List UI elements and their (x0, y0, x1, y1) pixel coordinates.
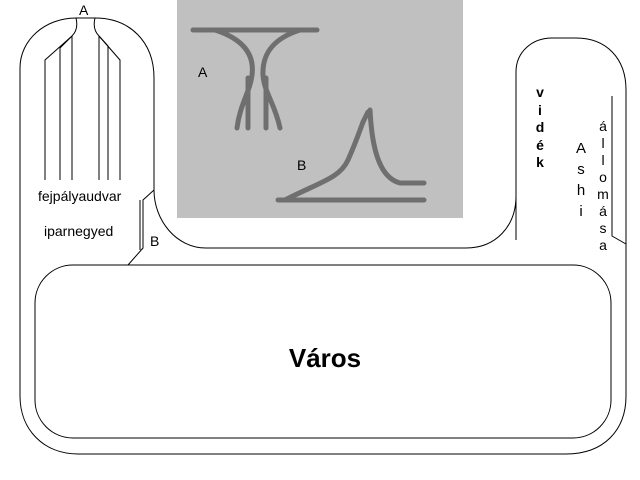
inset-label-a: A (198, 64, 208, 80)
city-block (34, 264, 612, 439)
station-letter: m (597, 186, 609, 202)
station-name-letter: s (577, 161, 585, 178)
left-b-connector (127, 189, 155, 266)
station-letter: s (599, 220, 607, 236)
inset-a-track-2 (260, 27, 303, 131)
right-station-track (611, 96, 627, 245)
top-label-a: A (79, 2, 89, 18)
inset-b-track-1 (282, 119, 366, 203)
left-loop-outer-track (19, 17, 155, 250)
countryside-letter: i (538, 101, 542, 118)
main-track-lines (19, 17, 627, 455)
detail-inset: A B (177, 0, 463, 218)
outer-loop-track (19, 250, 627, 455)
station-name-letter: A (575, 140, 586, 157)
inset-a-track-1 (212, 27, 255, 131)
station-letter: l (601, 152, 605, 168)
left-label-b: B (150, 233, 159, 249)
countryside-letter: é (536, 136, 544, 153)
station-letter: a (599, 237, 607, 253)
inset-junction-b (275, 107, 427, 203)
station-letter: l (601, 135, 605, 151)
inset-label-b: B (297, 157, 306, 173)
station-name-letter: h (576, 182, 586, 199)
terminal-station-tracks (44, 17, 121, 180)
industrial-label: iparnegyed (44, 223, 113, 239)
countryside-letter: v (536, 84, 544, 100)
station-letter: á (599, 203, 607, 219)
terminal-label: fejpályaudvar (38, 188, 122, 204)
station-letter: á (599, 118, 607, 134)
inset-junction-a (190, 27, 320, 131)
inset-b-track-3 (360, 109, 371, 125)
station-name-letter: i (579, 203, 583, 220)
inset-b-track-2 (367, 107, 427, 186)
countryside-letter: k (536, 154, 544, 170)
station-letter: o (599, 169, 607, 185)
city-label: Város (289, 343, 361, 373)
countryside-letter: d (535, 119, 545, 135)
